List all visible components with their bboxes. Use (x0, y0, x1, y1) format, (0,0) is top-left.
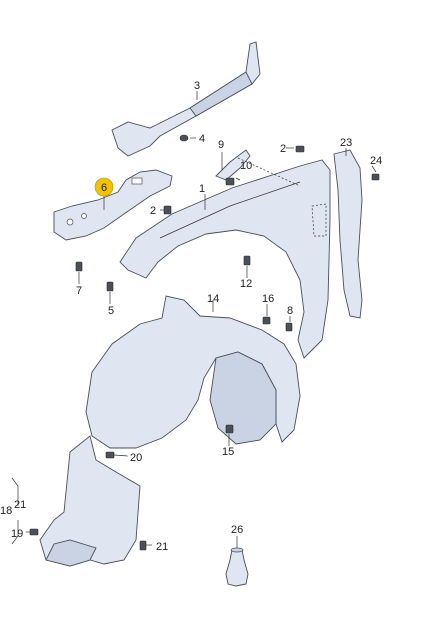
callout-16: 16 (262, 293, 274, 305)
callout-20: 20 (130, 452, 142, 464)
callout-9: 9 (218, 139, 224, 151)
callout-4: 4 (199, 133, 205, 145)
callout-23: 23 (340, 137, 352, 149)
fastener-20 (105, 451, 115, 459)
fastener-24 (371, 173, 380, 181)
leader-lines (11, 91, 377, 548)
callout-1: 1 (199, 183, 205, 195)
fastener-12 (243, 255, 251, 266)
callout-6: 6 (101, 182, 107, 194)
callout-21-upper: 21 (14, 499, 26, 511)
callout-19: 19 (11, 528, 23, 540)
callout-2-upper: 2 (280, 143, 286, 155)
fastener-19 (29, 528, 39, 536)
part-23-side-seal (333, 149, 363, 319)
fastener-7 (75, 261, 83, 272)
callout-2-mid: 2 (150, 205, 156, 217)
fastener-4 (179, 134, 189, 142)
part-6-highlight-badge (94, 177, 114, 197)
fastener-21-lower (139, 540, 147, 551)
callout-18: 18 (0, 505, 12, 517)
callout-10: 10 (240, 160, 252, 172)
fastener-8 (285, 322, 293, 332)
callout-5: 5 (108, 305, 114, 317)
callout-15: 15 (222, 446, 234, 458)
part-18-lower-liner (39, 435, 141, 567)
callout-21-lower: 21 (156, 541, 168, 553)
fastener-2-mid (163, 205, 172, 215)
part-26-plug (225, 547, 249, 587)
part-14-wheel-arch-liner (85, 295, 301, 449)
callout-7: 7 (76, 285, 82, 297)
callout-24: 24 (370, 155, 382, 167)
callout-26: 26 (231, 524, 243, 536)
fastener-16 (262, 316, 271, 325)
callout-labels: 3 4 9 10 2 23 24 1 6 2 7 5 12 14 16 8 15… (0, 80, 382, 553)
fastener-15 (225, 424, 234, 434)
part-6-bracket (53, 169, 173, 241)
callout-12: 12 (240, 278, 252, 290)
part-3-upper-rail (111, 41, 261, 157)
fastener-5 (106, 281, 114, 292)
callout-3: 3 (194, 80, 200, 92)
fastener-2-upper (295, 145, 305, 153)
callout-8: 8 (287, 305, 293, 317)
part-1-fender (119, 159, 331, 359)
fastener-10 (225, 177, 235, 186)
callout-14: 14 (207, 293, 219, 305)
